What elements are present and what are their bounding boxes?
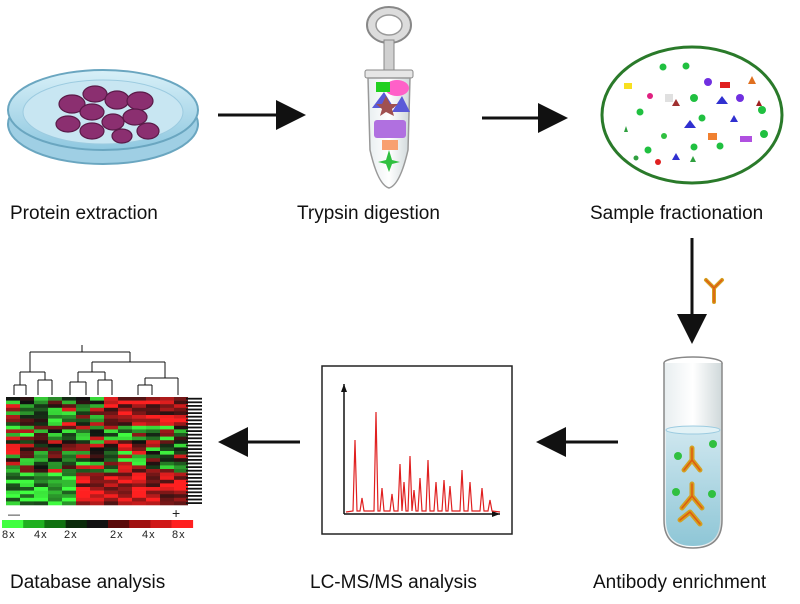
step-label-trypsin-digestion: Trypsin digestion [297, 203, 440, 224]
scale-label-low-4x: 4x [34, 529, 48, 541]
petri-dish-icon [7, 69, 199, 165]
microtube-icon [364, 6, 414, 189]
step-label-database-analysis: Database analysis [10, 572, 166, 593]
heatmap-dendrogram [2, 345, 202, 528]
fractionation-dish-icon [600, 45, 784, 185]
scale-label-high-2x: 2x [110, 529, 124, 541]
scale-label-low-8x: 8x [2, 529, 16, 541]
step-label-protein-extraction: Protein extraction [10, 203, 158, 224]
scale-label-high-4x: 4x [142, 529, 156, 541]
step-label-antibody-enrichment: Antibody enrichment [593, 572, 767, 593]
test-tube-icon [663, 356, 723, 549]
scale-label-high-8x: 8x [172, 529, 186, 541]
scale-marker-low: — [8, 507, 21, 521]
step-label-lc-ms-ms-analysis: LC-MS/MS analysis [310, 572, 477, 593]
scale-label-low-2x: 2x [64, 529, 78, 541]
ms-spectrum-plot [321, 365, 513, 535]
scale-marker-high: + [172, 505, 182, 521]
step-label-sample-fractionation: Sample fractionation [590, 203, 764, 224]
antibody-icon [704, 278, 724, 304]
